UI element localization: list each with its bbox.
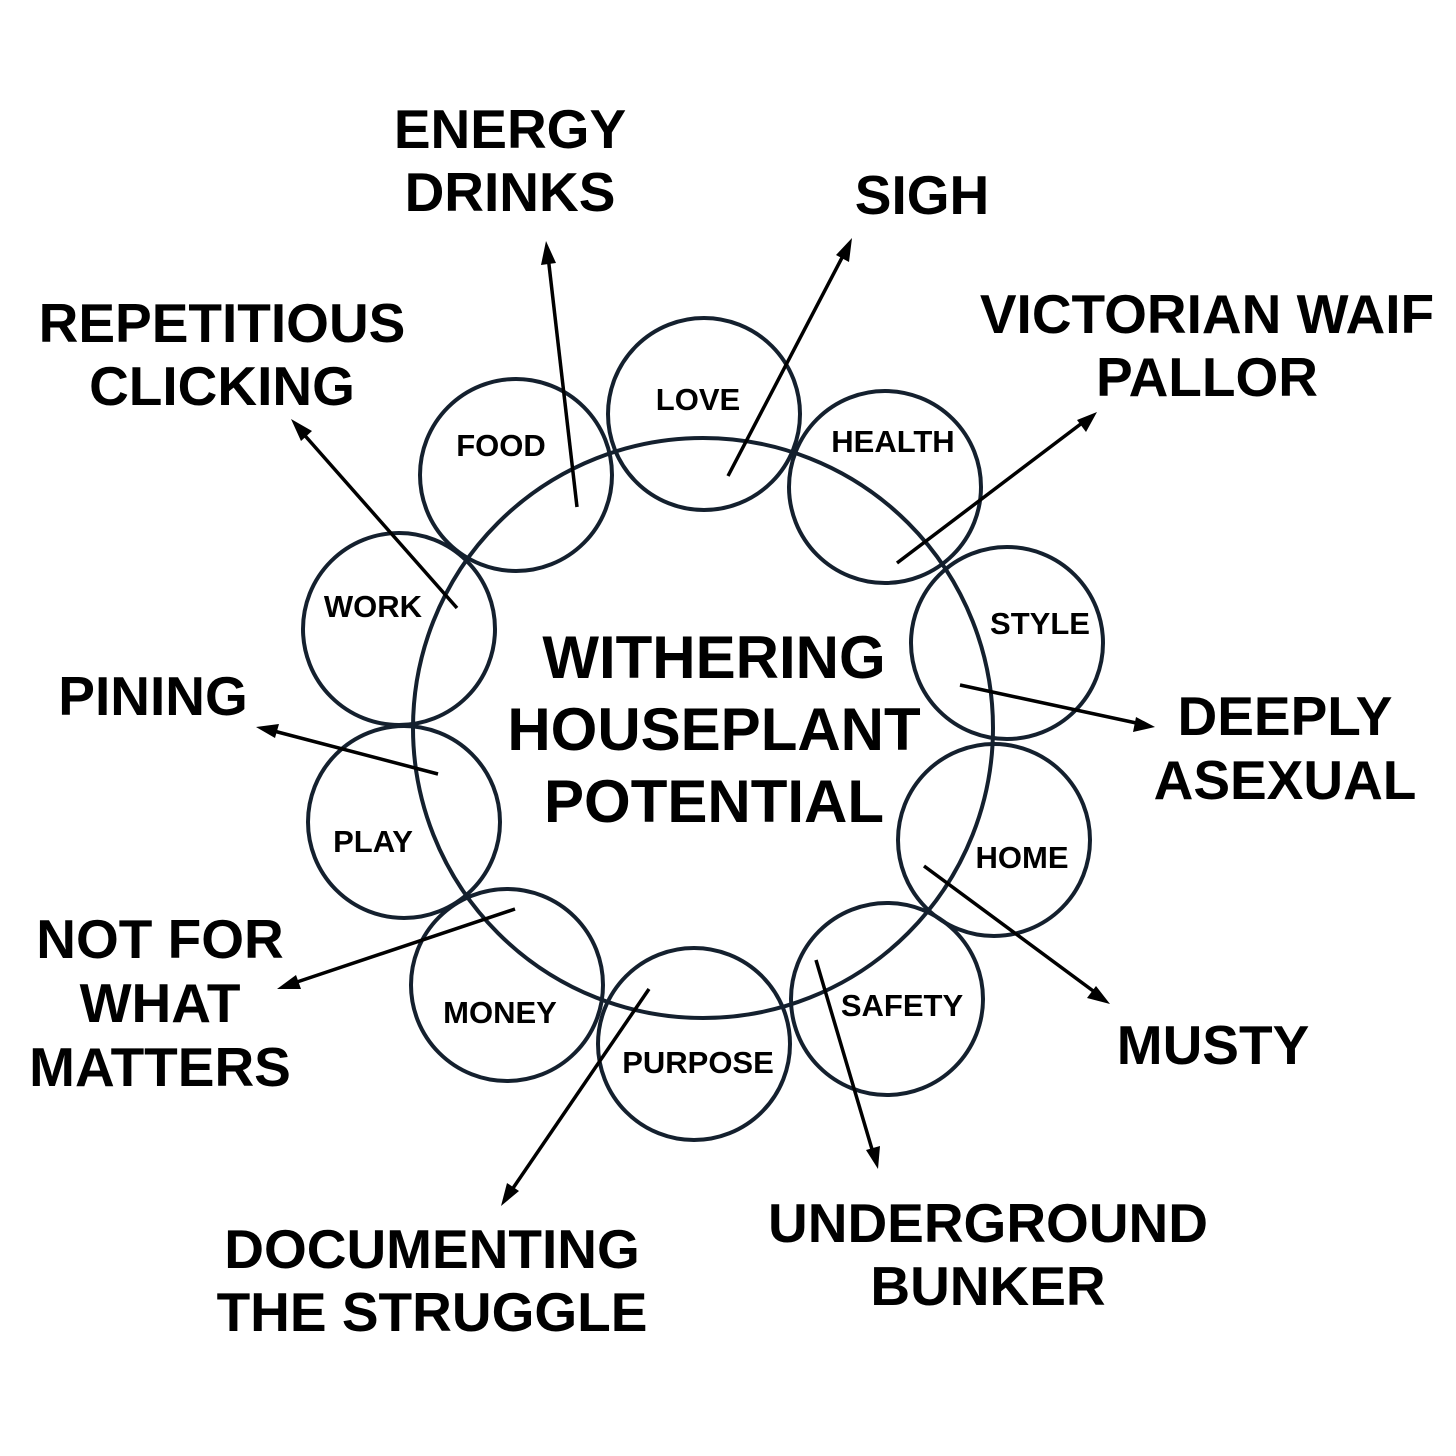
label-not-for-what-matters-line-3: MATTERS [29, 1036, 291, 1098]
label-musty: MUSTY [1117, 1014, 1310, 1076]
arrows [256, 238, 1155, 1206]
label-underground-bunker-line-1: UNDERGROUND [768, 1192, 1208, 1254]
petal-circle-safety [789, 901, 985, 1097]
label-victorian-waif-pallor-line-2: PALLOR [1096, 346, 1318, 408]
arrow-victorian-waif-pallor [895, 412, 1097, 565]
label-documenting-the-struggle-line-2: THE STRUGGLE [217, 1281, 648, 1343]
arrow-documenting-the-struggle [501, 988, 651, 1206]
petal-circle-home [896, 742, 1092, 938]
petal-circle-love [606, 316, 802, 512]
petal-circle-money [409, 887, 605, 1083]
arrow-energy-drinks [541, 241, 579, 508]
label-repetitious-clicking-line-1: REPETITIOUS [39, 292, 406, 354]
center-title: WITHERING HOUSEPLANT POTENTIAL [507, 624, 920, 835]
petal-label-play: PLAY [333, 824, 413, 859]
petal-circle-play [306, 724, 502, 920]
petal-circle-style [909, 545, 1105, 741]
petal-label-safety: SAFETY [841, 988, 964, 1023]
label-repetitious-clicking-line-2: CLICKING [89, 355, 355, 417]
center-title-line-1: WITHERING [542, 624, 885, 691]
label-not-for-what-matters-line-1: NOT FOR [36, 908, 283, 970]
arrow-deeply-asexual [959, 683, 1155, 732]
label-victorian-waif-pallor-line-1: VICTORIAN WAIF [980, 283, 1434, 345]
petal-label-work: WORK [324, 589, 423, 624]
arrow-pining [256, 724, 439, 776]
petal-label-home: HOME [976, 840, 1069, 875]
petal-label-love: LOVE [656, 382, 740, 417]
petal-label-food: FOOD [456, 428, 546, 463]
outer-labels: ENERGY DRINKS SIGH VICTORIAN WAIF PALLOR… [29, 98, 1434, 1343]
label-documenting-the-struggle-line-1: DOCUMENTING [224, 1218, 640, 1280]
petal-label-health: HEALTH [831, 424, 954, 459]
petal-circle-purpose [596, 946, 792, 1142]
label-energy-drinks-line-1: ENERGY [394, 98, 626, 160]
petal-circle-health [787, 389, 983, 585]
label-not-for-what-matters-line-2: WHAT [80, 972, 241, 1034]
arrow-underground-bunker [814, 959, 880, 1169]
petal-labels: LOVE HEALTH STYLE HOME SAFETY PURPOSE MO… [324, 382, 1090, 1080]
petal-circle-food [418, 377, 614, 573]
label-energy-drinks-line-2: DRINKS [405, 161, 616, 223]
label-sigh: SIGH [855, 164, 989, 226]
arrow-musty [922, 864, 1110, 1004]
label-deeply-asexual-line-2: ASEXUAL [1154, 749, 1417, 811]
label-underground-bunker-line-2: BUNKER [870, 1255, 1105, 1317]
petal-label-money: MONEY [443, 995, 557, 1030]
center-title-line-2: HOUSEPLANT [507, 696, 920, 763]
arrow-not-for-what-matters [277, 907, 516, 989]
petal-label-purpose: PURPOSE [622, 1045, 774, 1080]
petal-circles [301, 316, 1105, 1142]
label-deeply-asexual-line-1: DEEPLY [1177, 685, 1392, 747]
petal-label-style: STYLE [990, 606, 1090, 641]
center-title-line-3: POTENTIAL [544, 768, 884, 835]
arrow-sigh [726, 238, 852, 477]
petal-circle-work [301, 531, 497, 727]
arrow-repetitious-clicking [291, 419, 459, 610]
label-pining: PINING [58, 665, 247, 727]
